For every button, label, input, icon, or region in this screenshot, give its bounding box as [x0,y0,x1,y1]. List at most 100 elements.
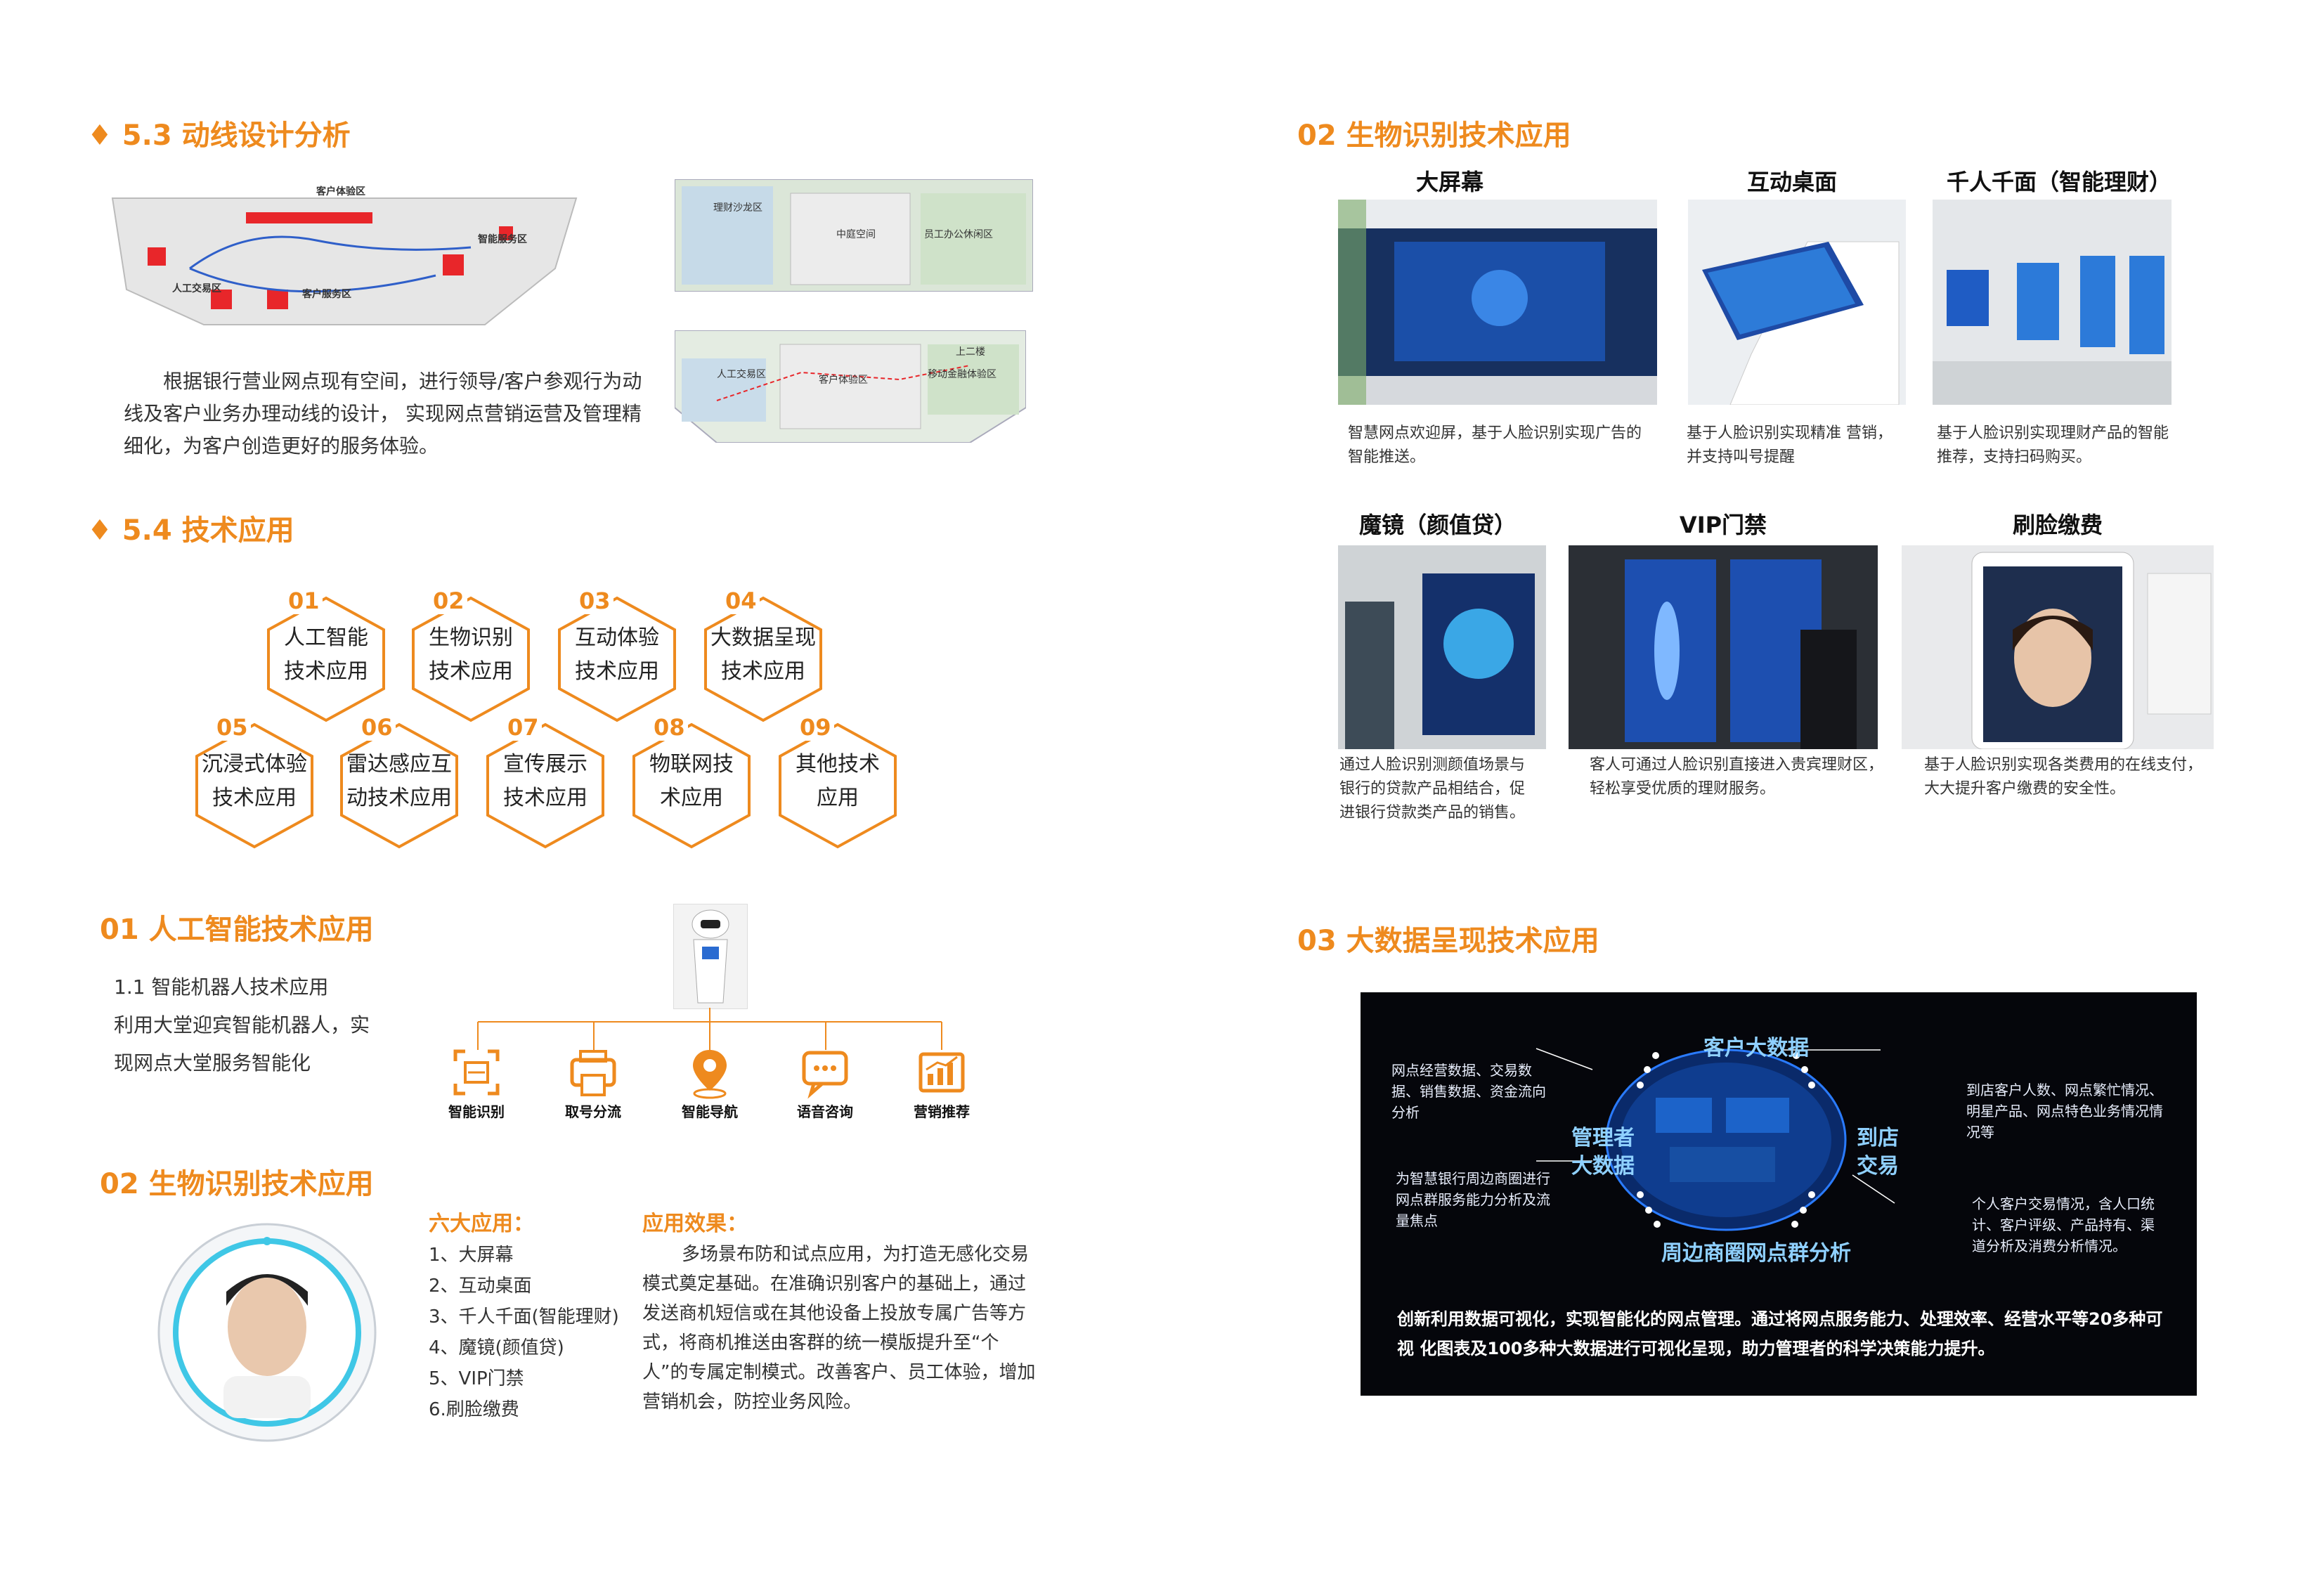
bigdata-panel: 客户大数据 管理者大数据 到店交易 周边商圈网点群分析 网点经营数据、交易数据、… [1361,992,2197,1396]
hex-other: 09 其他技术应用 [777,714,898,849]
face-scan-icon [448,1044,505,1101]
robot-image [673,904,748,1009]
hex-iot: 08 物联网技术应用 [631,714,752,849]
hex-immersive: 05 沉浸式体验技术应用 [194,714,315,849]
vip-gate-image [1569,545,1878,749]
plan-label: 人工交易区 [172,283,221,294]
bar-chart-icon [914,1044,970,1101]
magic-mirror-image [1338,545,1546,749]
effect-text: 多场景布防和试点应用，为打造无感化交易模式奠定基础。在准确识别客户的基础上，通过… [642,1244,1036,1413]
hex-number: 05 [214,714,251,741]
location-pin-icon [682,1044,738,1101]
card-title: 大屏幕 [1415,169,1484,195]
card-caption: 通过人脸识别测颜值场景与 银行的贷款产品相结合，促 进银行贷款类产品的销售。 [1339,756,1526,822]
hex-label: 互动体验技术应用 [575,625,659,684]
list-item: 1、大屏幕 [429,1245,514,1266]
card-caption: 智慧网点欢迎屏，基于人脸识别实现广告的智能推送。 [1348,424,1642,466]
feature-label: 取号分流 [565,1103,621,1120]
feature-label: 营销推荐 [914,1103,970,1120]
hex-promotion: 07 宣传展示技术应用 [485,714,606,849]
plan-label: 智能服务区 [478,234,527,245]
feature-label: 语音咨询 [797,1103,853,1120]
plan-label: 客户体验区 [819,375,868,386]
feature-connector-lines [477,1008,942,1050]
section-54-title: 5.4 技术应用 [122,514,294,547]
effect-title: 应用效果： [642,1212,748,1236]
bigdata-left-bottom-text: 为智慧银行周边商圈进行网点群服务能力分析及流量焦点 [1396,1170,1550,1229]
hex-label: 宣传展示技术应用 [503,752,588,810]
section-54-heading: ♦ 5.4 技术应用 [87,507,294,548]
card-caption: 客人可通过人脸识别直接进入贵宾理财区， 轻松享受优质的理财服务。 [1590,756,1884,798]
card-caption: 基于人脸识别实现理财产品的智能推荐，支持扫码购买。 [1937,424,2169,466]
biometric-right-title: 02 生物识别技术应用 [1297,119,1571,152]
bigdata-left-top-text: 网点经营数据、交易数据、销售数据、资金流向分析 [1391,1062,1546,1121]
plan-label: 理财沙龙区 [713,202,762,214]
card-title: 魔镜（颜值贷） [1358,512,1517,538]
bigdata-customer-label: 客户大数据 [1703,1036,1809,1060]
face-recognition-graphic [156,1221,378,1443]
feature-label: 智能识别 [448,1103,505,1120]
section-53-title: 5.3 动线设计分析 [122,119,351,152]
plan-label: 人工交易区 [717,369,766,380]
bigdata-manager-label: 管理者大数据 [1571,1126,1635,1179]
hex-number: 08 [651,714,688,741]
big-screen-image [1338,200,1657,405]
list-item: 6.刷脸缴费 [429,1399,519,1420]
section-53-body: 根据银行营业网点现有空间，进行领导/客户参观行为动线及客户业务办理动线的设计， … [124,370,642,457]
smart-finance-image [1933,200,2172,405]
hex-label: 其他技术应用 [796,752,880,810]
hex-number: 04 [722,588,760,614]
bigdata-footer-text: 创新利用数据可视化，实现智能化的网点管理。通过将网点服务能力、处理效率、经营水平… [1397,1309,2163,1358]
bigdata-graphic [1536,1048,1895,1231]
hex-label: 人工智能技术应用 [284,625,368,684]
plan-label: 中庭空间 [836,229,876,240]
plan-label: 员工办公休闲区 [924,229,993,240]
card-title: VIP门禁 [1679,512,1767,538]
bigdata-store-label: 到店交易 [1857,1126,1899,1179]
plan-label: 客户服务区 [302,289,351,300]
ai-description: 1.1 智能机器人技术应用 利用大堂迎宾智能机器人，实 现网点大堂服务智能化 [114,975,370,1075]
diamond-bullet-icon: ♦ [87,119,122,152]
list-item: 3、千人千面(智能理财) [429,1306,619,1328]
hex-number: 01 [285,588,323,614]
plan-label: 上二楼 [956,346,985,358]
list-item: 2、互动桌面 [429,1276,532,1297]
card-title: 互动桌面 [1746,169,1837,195]
plan-label: 移动金融体验区 [928,369,997,380]
floor-plan-lower: 人工交易区 客户体验区 移动金融体验区 上二楼 [674,330,1027,443]
biometric-section-title: 02 生物识别技术应用 [100,1168,374,1200]
hex-number: 09 [797,714,834,741]
hex-interactive: 03 互动体验技术应用 [557,588,677,722]
section-53-heading: ♦ 5.3 动线设计分析 [87,112,351,153]
card-caption: 基于人脸识别实现精准 营销，并支持叫号提醒 [1687,424,1893,466]
list-item: 5、VIP门禁 [429,1368,524,1389]
hex-number: 07 [505,714,542,741]
hex-label: 生物识别技术应用 [429,625,513,684]
floor-plan-circulation: 客户体验区 人工交易区 智能服务区 客户服务区 [105,184,583,332]
hex-number: 06 [358,714,396,741]
hex-label: 大数据呈现技术应用 [710,625,816,684]
hex-number: 02 [430,588,467,614]
hex-ai: 01 人工智能技术应用 [266,588,387,722]
bigdata-section-title: 03 大数据呈现技术应用 [1297,925,1599,957]
bigdata-area-label: 周边商圈网点群分析 [1661,1241,1851,1266]
chat-bubble-icon [797,1044,853,1101]
apps-list: 1、大屏幕 2、互动桌面 3、千人千面(智能理财) 4、魔镜(颜值贷) 5、VI… [429,1240,619,1425]
card-title: 千人千面（智能理财） [1946,169,2172,195]
bigdata-right-bottom-text: 个人客户交易情况，含人口统计、客户评级、产品持有、渠道分析及消费分析情况。 [1972,1195,2155,1254]
apps-title: 六大应用： [429,1212,534,1236]
ticket-printer-icon [565,1044,621,1101]
diamond-bullet-icon: ♦ [87,514,122,547]
card-caption: 基于人脸识别实现各类费用的在线支付， 大大提升客户缴费的安全性。 [1924,756,2203,798]
card-title: 刷脸缴费 [2012,512,2103,538]
hex-radar: 06 雷达感应互动技术应用 [339,714,460,849]
interactive-desk-image [1688,200,1906,405]
hex-label: 沉浸式体验技术应用 [202,752,307,810]
ai-section-title: 01 人工智能技术应用 [100,914,374,946]
floor-plan-upper: 理财沙龙区 中庭空间 员工办公休闲区 [674,179,1034,292]
bigdata-right-top-text: 到店客户人数、网点繁忙情况、明星产品、网点特色业务情况情况等 [1966,1082,2163,1141]
hex-number: 03 [576,588,614,614]
feature-label: 智能导航 [682,1103,738,1120]
hex-label: 雷达感应互动技术应用 [346,752,452,810]
hex-label: 物联网技术应用 [649,752,734,810]
